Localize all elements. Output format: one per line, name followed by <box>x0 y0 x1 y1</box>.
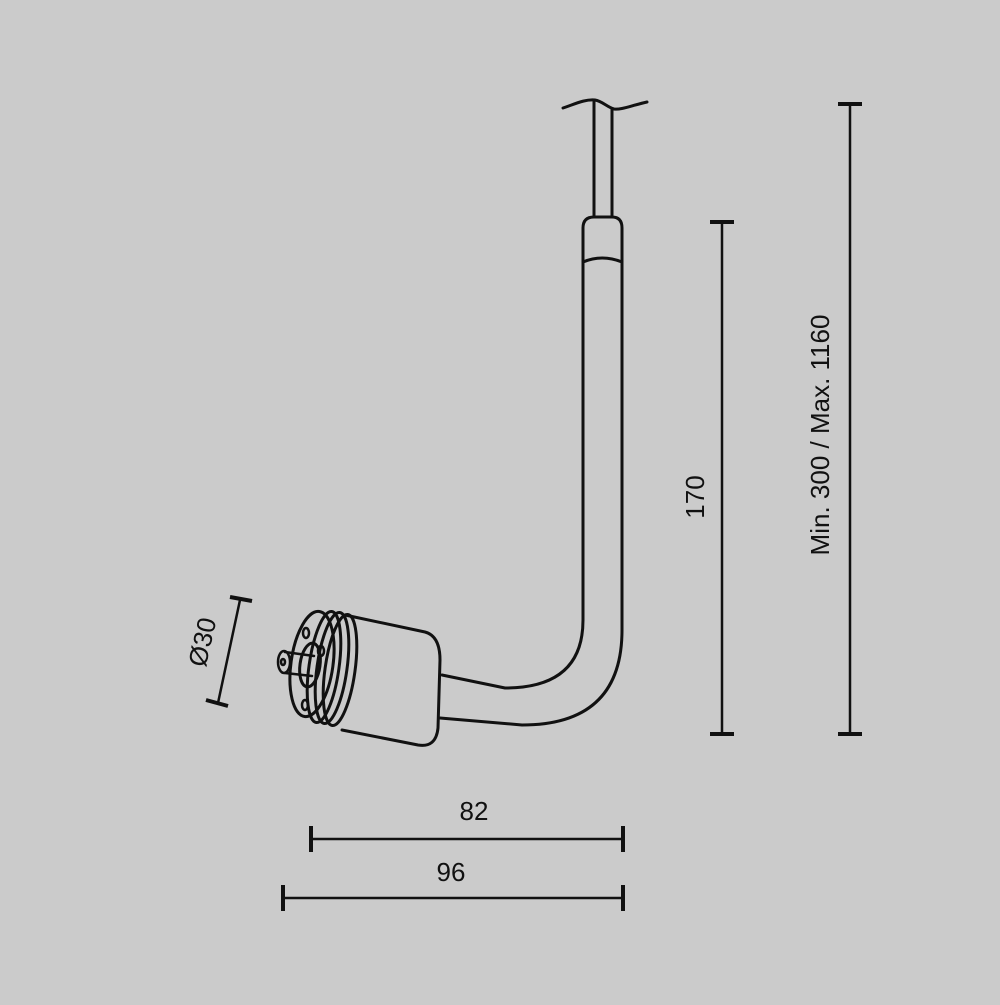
holder-pin <box>276 649 316 678</box>
label-arm-reach: 82 <box>460 796 489 826</box>
flexible-arm-inner <box>440 260 585 690</box>
label-total-height: Min. 300 / Max. 1160 <box>805 315 835 556</box>
dimension-diameter <box>205 595 253 708</box>
lamp-holder-body <box>288 609 442 747</box>
dimension-total-height <box>838 102 862 736</box>
dimension-arm-reach <box>309 826 625 852</box>
label-total-width: 96 <box>437 857 466 887</box>
dimension-arm-height <box>710 220 734 736</box>
label-diameter: Ø30 <box>182 615 222 670</box>
cable-sleeve <box>581 215 624 264</box>
label-arm-height: 170 <box>680 475 710 518</box>
dimension-total-width <box>281 885 625 911</box>
cable-break-mark <box>561 98 649 111</box>
sleeve-lower-edge <box>581 256 624 264</box>
mounting-holes <box>300 626 326 712</box>
flexible-arm-outer <box>438 260 624 727</box>
suspension-cable <box>592 98 614 219</box>
